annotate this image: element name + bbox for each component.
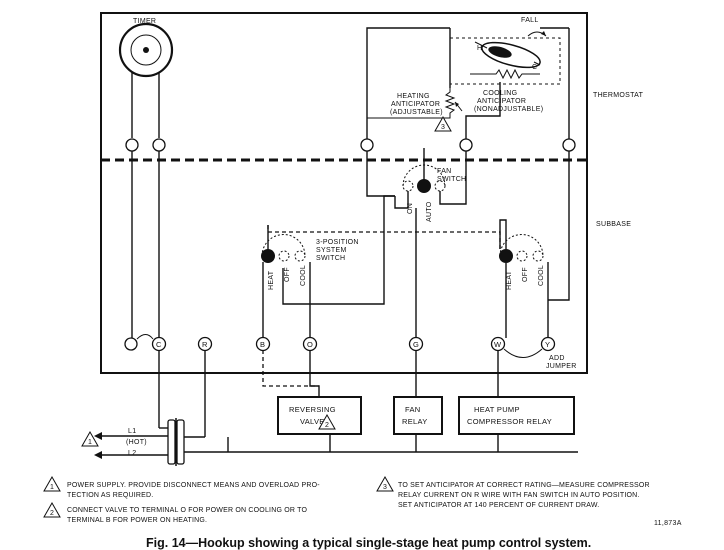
figure-caption: Fig. 14—Hookup showing a typical single-… <box>146 536 591 550</box>
svg-text:POWER SUPPLY. PROVIDE DISCONNE: POWER SUPPLY. PROVIDE DISCONNECT MEANS A… <box>67 482 320 489</box>
svg-text:RELAY CURRENT ON R WIRE WITH F: RELAY CURRENT ON R WIRE WITH FAN SWITCH … <box>398 492 640 499</box>
svg-text:ANTICIPATOR: ANTICIPATOR <box>477 98 526 105</box>
svg-text:2: 2 <box>325 422 329 429</box>
svg-text:ANTICIPATOR: ANTICIPATOR <box>391 101 440 108</box>
terminal-g: G <box>408 336 424 352</box>
note3-marker: 3 <box>434 115 452 132</box>
terminal-c: C <box>151 336 167 352</box>
svg-text:COMPRESSOR RELAY: COMPRESSOR RELAY <box>467 417 552 426</box>
fall-label: FALL <box>521 17 539 24</box>
compressor-relay-box: HEAT PUMP COMPRESSOR RELAY <box>458 396 575 435</box>
note-1: 1 POWER SUPPLY. PROVIDE DISCONNECT MEANS… <box>43 475 320 499</box>
power-supply-marker: 1 <box>81 430 99 447</box>
l1-label: L1 <box>128 428 136 435</box>
system-switch-label: 3-POSITION SYSTEM SWITCH <box>316 239 359 262</box>
add-jumper-label: ADD JUMPER <box>546 355 577 370</box>
svg-text:1: 1 <box>50 484 54 491</box>
svg-text:JUMPER: JUMPER <box>546 363 577 370</box>
l2-label: L2 <box>128 450 136 457</box>
svg-text:(NONADJUSTABLE): (NONADJUSTABLE) <box>474 106 543 113</box>
heating-anticipator-label: HEATING ANTICIPATOR (ADJUSTABLE) <box>390 93 443 116</box>
svg-text:TO SET ANTICIPATOR AT CORRECT: TO SET ANTICIPATOR AT CORRECT RATING—MEA… <box>398 482 650 489</box>
svg-text:REVERSING: REVERSING <box>289 405 336 414</box>
cooling-anticipator-resistor <box>470 68 540 80</box>
svg-text:VALVE: VALVE <box>300 417 325 426</box>
svg-text:B: B <box>260 340 265 349</box>
cool-label-1: COOL <box>300 265 307 286</box>
svg-text:TERMINAL B FOR POWER ON HEATIN: TERMINAL B FOR POWER ON HEATING. <box>67 517 207 524</box>
svg-text:3: 3 <box>383 484 387 491</box>
hot-label: (HOT) <box>126 439 147 446</box>
svg-text:O: O <box>307 340 313 349</box>
subbase-label: SUBBASE <box>596 221 631 228</box>
svg-text:1: 1 <box>88 439 92 446</box>
off-label-2: OFF <box>522 267 529 282</box>
svg-text:G: G <box>413 340 419 349</box>
system-switch-2-icon <box>499 234 544 263</box>
fan-switch-icon <box>402 164 446 193</box>
reversing-valve-box: REVERSING VALVE 2 <box>277 396 362 435</box>
heat-label-2: HEAT <box>506 270 513 290</box>
svg-text:Y: Y <box>545 340 550 349</box>
cool-label-2: COOL <box>538 265 545 286</box>
svg-text:SET ANTICIPATOR AT 140 PERCENT: SET ANTICIPATOR AT 140 PERCENT OF CURREN… <box>398 502 599 509</box>
timer-label: TIMER <box>133 18 156 25</box>
svg-text:TECTION AS REQUIRED.: TECTION AS REQUIRED. <box>67 492 153 499</box>
heat-label-1: HEAT <box>268 270 275 290</box>
svg-text:CONNECT VALVE TO TERMINAL O FO: CONNECT VALVE TO TERMINAL O FOR POWER ON… <box>67 507 308 514</box>
thermostat-terminals <box>125 138 576 152</box>
fan-relay-box: FAN RELAY <box>393 396 443 435</box>
fan-switch-label: FAN SWITCH <box>437 168 466 183</box>
thermostat-subbase-outline <box>100 12 588 374</box>
terminal-w: W <box>490 336 506 352</box>
timer-icon <box>118 22 174 78</box>
svg-text:SYSTEM: SYSTEM <box>316 247 347 254</box>
svg-text:COOLING: COOLING <box>483 90 517 97</box>
svg-text:R: R <box>202 340 208 349</box>
c-contact-label: C <box>532 64 537 71</box>
fan-auto-label: AUTO <box>426 201 433 222</box>
note-2: 2 CONNECT VALVE TO TERMINAL O FOR POWER … <box>43 501 308 524</box>
add-jumper-arc <box>503 348 543 358</box>
heating-anticipator-resistor <box>367 88 456 119</box>
svg-text:ADD: ADD <box>549 355 565 362</box>
terminal-b: B <box>255 336 271 352</box>
h-contact-label: H <box>477 45 482 52</box>
fan-on-label: ON <box>407 203 414 214</box>
note-3: 3 TO SET ANTICIPATOR AT CORRECT RATING—M… <box>376 475 650 509</box>
mercury-switch-icon <box>449 37 561 85</box>
svg-text:(ADJUSTABLE): (ADJUSTABLE) <box>390 109 443 116</box>
off-label-1: OFF <box>284 267 291 282</box>
cooling-anticipator-label: COOLING ANTICIPATOR (NONADJUSTABLE) <box>474 90 543 113</box>
terminal-y: Y <box>540 336 556 352</box>
svg-text:HEAT PUMP: HEAT PUMP <box>474 405 520 414</box>
thermostat-label: THERMOSTAT <box>593 92 644 99</box>
timer-jumper-arc <box>136 334 154 340</box>
svg-text:SWITCH: SWITCH <box>316 255 345 262</box>
svg-text:HEATING: HEATING <box>397 93 430 100</box>
svg-text:SWITCH: SWITCH <box>437 176 466 183</box>
svg-text:2: 2 <box>50 510 54 517</box>
transformer-icon <box>167 418 185 466</box>
svg-text:C: C <box>156 340 162 349</box>
subbase-terminal-blank <box>124 337 138 351</box>
svg-text:W: W <box>494 340 502 349</box>
terminal-o: O <box>302 336 318 352</box>
terminal-r: R <box>197 336 213 352</box>
svg-text:3: 3 <box>441 124 445 131</box>
part-number: 11,873A <box>654 520 682 527</box>
system-switch-icon <box>261 234 306 263</box>
svg-text:FAN: FAN <box>405 405 421 414</box>
svg-text:RELAY: RELAY <box>402 417 428 426</box>
svg-text:3-POSITION: 3-POSITION <box>316 239 359 246</box>
svg-text:FAN: FAN <box>437 168 452 175</box>
